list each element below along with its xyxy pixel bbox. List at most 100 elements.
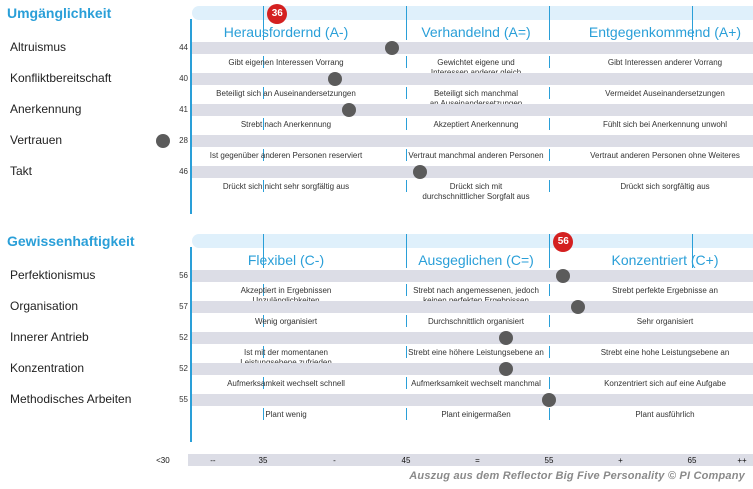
trait-label: Anerkennung [10,102,82,116]
trait-description: Akzeptiert in ErgebnissenUnzulänglichkei… [240,286,332,305]
trait-score-dot [341,103,356,117]
row-tick [406,56,407,68]
trait-score: 46 [179,167,188,176]
scale-label: 55 [544,456,554,465]
trait-description: Strebt perfekte Ergebnisse an [612,286,718,295]
trait-description: Ist gegenüber anderen Personen reservier… [209,151,363,160]
row-tick [549,284,550,296]
trait-score-dot [499,331,514,345]
row-tick [263,180,264,192]
trait-score: 57 [179,302,188,311]
scale-label: 35 [258,456,268,465]
trait-description: Plant ausführlich [635,410,695,419]
row-tick [406,346,407,358]
column-heading: Entgegenkommend (A+) [588,24,742,40]
row-tick [549,408,550,420]
trait-description: Strebt nach angemessenen, jedochkeinen p… [413,286,539,305]
row-tick [549,315,550,327]
row-tick [406,284,407,296]
section-axis-line [190,247,192,442]
scale-tick [263,234,264,268]
row-tick [549,118,550,130]
trait-description: Sehr organisiert [636,317,694,326]
trait-description: Konzentriert sich auf eine Aufgabe [604,379,726,388]
row-tick [263,118,264,130]
trait-bar [192,73,753,85]
footer-copyright: Auszug aus dem Reflector Big Five Person… [409,470,745,482]
trait-score: 40 [179,74,188,83]
column-heading: Herausfordernd (A-) [223,24,349,40]
column-heading: Konzentriert (C+) [611,252,719,268]
scale-label: <30 [156,456,170,465]
trait-bar [192,270,753,282]
section-title: Gewissenhaftigkeit [7,233,135,249]
section-axis-line [190,19,192,214]
trait-description: Aufmerksamkeit wechselt manchmal [411,379,541,388]
trait-description: Strebt eine höhere Leistungsebene an [408,348,544,357]
scale-label: ++ [737,456,747,465]
trait-score-dot [413,165,428,179]
scale-tick [406,6,407,40]
trait-score: 52 [179,364,188,373]
scale-tick [692,234,693,268]
trait-score: 52 [179,333,188,342]
trait-description: Gibt eigenen Interessen Vorrang [228,58,344,67]
trait-label: Organisation [10,299,79,313]
trait-description: Vermeidet Auseinandersetzungen [605,89,725,98]
trait-description: Plant einigermaßen [441,410,511,419]
column-heading: Verhandelnd (A=) [421,24,531,40]
trait-description: Aufmerksamkeit wechselt schnell [227,379,345,388]
row-tick [263,408,264,420]
row-tick [406,408,407,420]
section-score-bar [192,6,753,20]
trait-bar [192,332,753,344]
trait-label: Vertrauen [10,133,63,147]
trait-bar [192,301,753,313]
trait-label: Takt [10,164,33,178]
trait-label: Innerer Antrieb [10,330,89,344]
section-score-bar [192,234,753,248]
row-tick [406,377,407,389]
trait-description: Gewichtet eigene undInteressen anderer g… [431,58,521,77]
trait-bar [192,135,753,147]
trait-description: Ist mit der momentanenLeistungsebene zuf… [240,348,332,367]
trait-description: Drückt sich nicht sehr sorgfältig aus [222,182,350,191]
row-tick [263,149,264,161]
trait-label: Konfliktbereitschaft [10,71,112,85]
row-tick [263,284,264,296]
trait-label: Altruismus [10,40,67,54]
trait-score-dot [499,362,514,376]
section-score-marker: 56 [553,232,574,252]
column-heading: Flexibel (C-) [247,252,325,268]
scale-tick [406,234,407,268]
row-tick [263,87,264,99]
row-tick [549,56,550,68]
column-heading: Ausgeglichen (C=) [418,252,534,268]
trait-score: 41 [179,105,188,114]
trait-description: Plant wenig [265,410,307,419]
row-tick [549,149,550,161]
row-tick [263,315,264,327]
section-title: Umgänglichkeit [7,5,112,21]
trait-label: Perfektionismus [10,268,96,282]
trait-description: Akzeptiert Anerkennung [433,120,519,129]
row-tick [549,87,550,99]
scale-label: - [333,456,336,465]
trait-bar [192,166,753,178]
trait-score: 28 [179,136,188,145]
trait-description: Durchschnittlich organisiert [427,317,525,326]
row-tick [406,149,407,161]
trait-description: Vertraut manchmal anderen Personen [408,151,544,160]
section-score-marker: 36 [267,4,288,24]
trait-score-dot [384,41,399,55]
row-tick [263,346,264,358]
trait-score-dot [327,72,342,86]
scale-tick [549,6,550,40]
trait-score-dot [542,393,556,407]
trait-description: Vertraut anderen Personen ohne Weiteres [590,151,740,160]
scale-label: + [618,456,623,465]
trait-description: Beteiligt sich an Auseinandersetzungen [216,89,356,98]
row-tick [406,180,407,192]
row-tick [549,180,550,192]
